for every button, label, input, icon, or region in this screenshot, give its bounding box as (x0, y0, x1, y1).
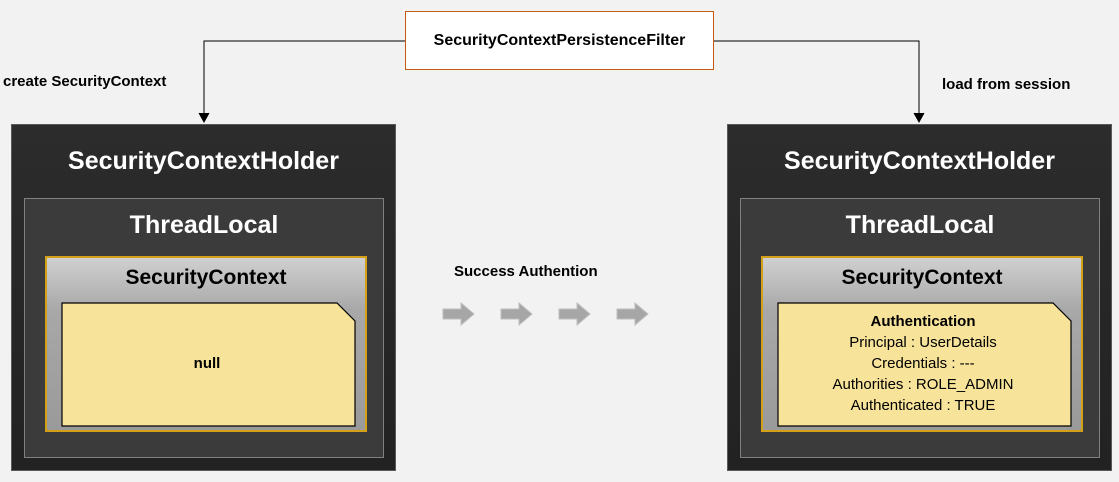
right-threadlocal-title: ThreadLocal (845, 211, 995, 239)
right-arrow-icon (558, 301, 591, 327)
left-threadlocal-box: ThreadLocal SecurityContext null (24, 198, 384, 458)
right-threadlocal-box: ThreadLocal SecurityContext Authenticati… (740, 198, 1100, 458)
left-context-note: null (61, 302, 357, 433)
right-arrow-icon (616, 301, 649, 327)
right-connector-arrowhead (913, 112, 925, 124)
left-context-title: SecurityContext (125, 266, 287, 289)
left-null-value: null (193, 354, 221, 372)
auth-authorities: Authorities : ROLE_ADMIN (832, 375, 1014, 393)
right-holder-title: SecurityContextHolder (784, 147, 1055, 175)
authentication-title: Authentication (870, 312, 976, 330)
left-note-shape (61, 302, 356, 427)
progress-arrows (442, 301, 649, 327)
right-note-shape (777, 302, 1072, 427)
right-security-context-holder: SecurityContextHolder ThreadLocal Securi… (727, 124, 1112, 471)
left-security-context-holder: SecurityContextHolder ThreadLocal Securi… (11, 124, 396, 471)
right-security-context-box: SecurityContext Authentication Principal… (761, 256, 1083, 432)
right-context-title: SecurityContext (841, 266, 1003, 289)
right-arrow-icon (500, 301, 533, 327)
left-threadlocal-title: ThreadLocal (129, 211, 279, 239)
left-connector (203, 40, 405, 122)
success-authentication-label: Success Authention (454, 263, 598, 280)
left-connector-arrowhead (198, 112, 210, 124)
persistence-filter-box: SecurityContextPersistenceFilter (405, 11, 714, 70)
left-holder-title: SecurityContextHolder (68, 147, 339, 175)
auth-principal: Principal : UserDetails (849, 333, 997, 351)
persistence-filter-label: SecurityContextPersistenceFilter (433, 31, 686, 49)
right-arrow-icon (442, 301, 475, 327)
load-session-label: load from session (942, 76, 1071, 93)
create-context-label: create SecurityContext (3, 73, 167, 90)
auth-credentials: Credentials : --- (871, 354, 975, 372)
right-context-note: Authentication Principal : UserDetails C… (777, 302, 1073, 433)
left-security-context-box: SecurityContext null (45, 256, 367, 432)
right-connector (714, 40, 920, 122)
auth-authenticated: Authenticated : TRUE (850, 396, 996, 414)
